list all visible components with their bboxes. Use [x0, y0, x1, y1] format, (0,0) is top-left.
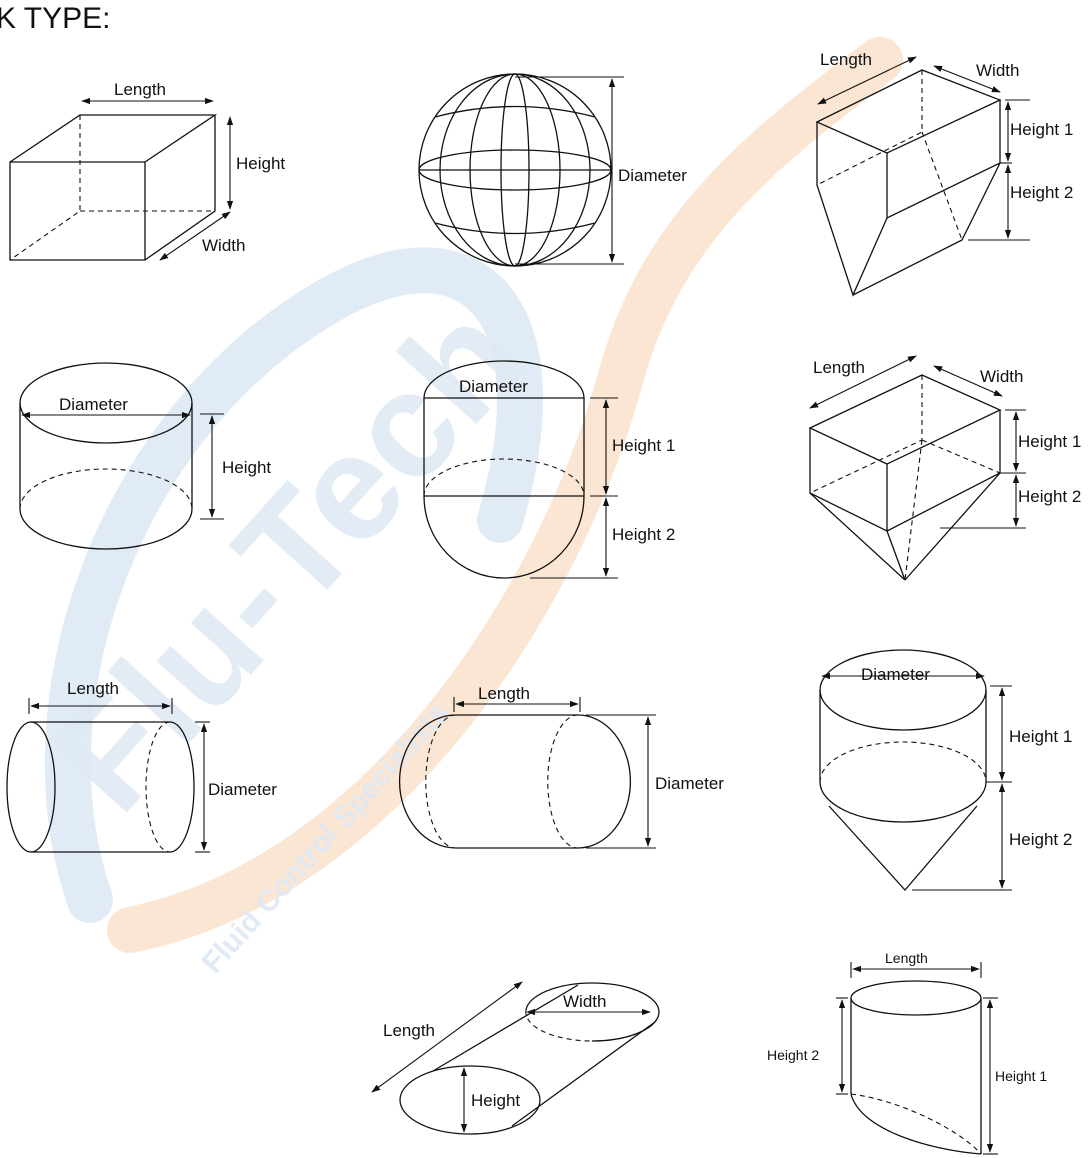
- slant-height2-label: Height 2: [767, 1047, 819, 1063]
- watermark: Flu-Tech Fluid Control Specialists: [19, 37, 903, 980]
- hcyl-diameter-label: Diameter: [208, 780, 277, 799]
- capsule-diameter-label: Diameter: [655, 774, 724, 793]
- shape-pyramid-hopper: Length Width Height 1 Height 2: [808, 355, 1081, 581]
- cone-diameter-label: Diameter: [861, 665, 930, 684]
- page-heading: K TYPE:: [0, 2, 111, 35]
- vcyl-diameter-label: Diameter: [59, 395, 128, 414]
- shape-slanted-cylinder: Length Height 2 Height 1: [767, 950, 1047, 1155]
- oval-width-label: Width: [563, 992, 606, 1011]
- box-width-label: Width: [202, 236, 245, 255]
- shape-wedge-hopper: Length Width Height 1 Height 2: [815, 50, 1073, 297]
- vcyl-height-label: Height: [222, 458, 271, 477]
- pyramid-length-label: Length: [813, 358, 865, 377]
- pyramid-width-label: Width: [980, 367, 1023, 386]
- box-length-label: Length: [114, 80, 166, 99]
- watermark-ring-orange: [107, 37, 903, 953]
- slant-height1-label: Height 1: [995, 1068, 1047, 1084]
- wedge-length-label: Length: [820, 50, 872, 69]
- hcyl-length-label: Length: [67, 679, 119, 698]
- shape-horizontal-capsule: Length Diameter: [398, 684, 724, 849]
- pyramid-height1-label: Height 1: [1018, 432, 1081, 451]
- box-height-label: Height: [236, 154, 285, 173]
- oval-length-label: Length: [383, 1021, 435, 1040]
- hemi-diameter-label: Diameter: [459, 377, 528, 396]
- pyramid-height2-label: Height 2: [1018, 487, 1081, 506]
- slant-length-label: Length: [885, 950, 928, 966]
- shape-box: Length Height Width: [9, 80, 285, 261]
- sphere-diameter-label: Diameter: [618, 166, 687, 185]
- shape-sphere: Diameter: [418, 73, 687, 267]
- shape-horizontal-cylinder: Length Diameter: [6, 679, 277, 853]
- hemi-height1-label: Height 1: [612, 436, 675, 455]
- watermark-ring-blue: [44, 247, 543, 923]
- shape-cone-bottom-cylinder: Diameter Height 1 Height 2: [819, 649, 1072, 891]
- wedge-height2-label: Height 2: [1010, 183, 1073, 202]
- cone-height1-label: Height 1: [1009, 727, 1072, 746]
- hemi-height2-label: Height 2: [612, 525, 675, 544]
- shape-vertical-cylinder: Diameter Height: [19, 362, 271, 550]
- shape-oval-tank: Length Width Height: [371, 981, 660, 1135]
- capsule-length-label: Length: [478, 684, 530, 703]
- cone-height2-label: Height 2: [1009, 830, 1072, 849]
- wedge-width-label: Width: [976, 61, 1019, 80]
- wedge-height1-label: Height 1: [1010, 120, 1073, 139]
- oval-height-label: Height: [471, 1091, 520, 1110]
- shape-hemi-bottom-cylinder: Diameter Height 1 Height 2: [423, 360, 675, 579]
